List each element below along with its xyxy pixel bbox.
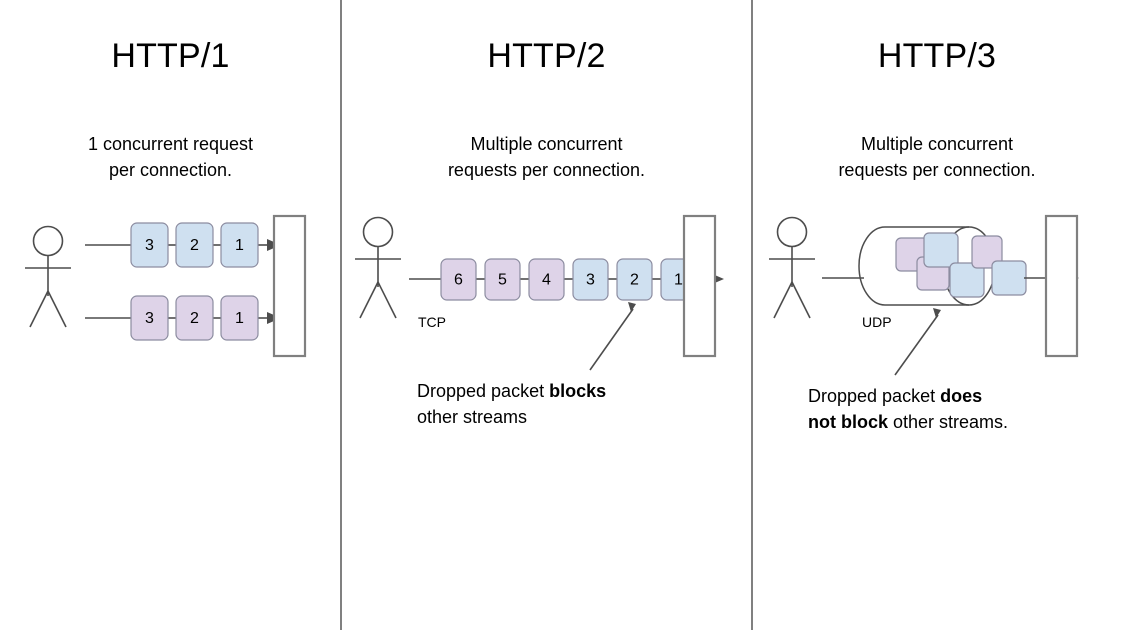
arrowhead-icon <box>933 308 941 318</box>
annotation-arrow <box>894 308 941 376</box>
packet-box <box>220 295 259 341</box>
packet-label: 2 <box>190 310 199 327</box>
packet-box <box>923 232 959 268</box>
packet-label: 2 <box>190 237 199 254</box>
panel-http3: HTTP/3 Multiple concurrent requests per … <box>752 0 1122 630</box>
stream-blue: 3 2 1 <box>85 222 281 268</box>
panel-http2-subtitle-line2: requests per connection. <box>447 160 646 180</box>
panel-http1-title: HTTP/1 <box>111 37 230 75</box>
panel-http2-subtitle-line1: Multiple concurrent <box>470 134 623 154</box>
packet-box <box>484 258 521 301</box>
stick-figure-icon <box>769 216 815 319</box>
packet-box <box>572 258 609 301</box>
server-box <box>272 214 307 358</box>
tcp-connection-stream: 6 5 4 3 2 1 <box>409 258 724 301</box>
panel-http2-title: HTTP/2 <box>487 37 606 75</box>
server-box <box>1044 214 1079 358</box>
udp-packets <box>895 232 1027 298</box>
panel-http1: HTTP/1 1 concurrent request per connecti… <box>0 0 341 630</box>
panel-http3-subtitle-line1: Multiple concurrent <box>860 134 1014 154</box>
panel-divider-2 <box>751 0 753 630</box>
caption-line2-plain: other streams <box>417 407 528 427</box>
annotation-arrow <box>589 302 636 371</box>
packet-box <box>130 295 169 341</box>
packet-box <box>440 258 477 301</box>
packet-box <box>220 222 259 268</box>
panel-http2-figure: 6 5 4 3 2 1 <box>355 214 724 371</box>
packet-box <box>949 262 985 298</box>
packet-label: 1 <box>235 237 244 254</box>
panel-http1-subtitle-line2: per connection. <box>108 160 233 180</box>
panel-http1-subtitle-line1: 1 concurrent request <box>87 134 254 154</box>
packet-label: 1 <box>674 272 683 289</box>
panel-http1-figure: 3 2 1 3 2 1 <box>25 214 307 358</box>
packet-label: 3 <box>145 310 154 327</box>
caption-line2-plain: other streams. <box>888 412 1009 432</box>
stream-purple: 3 2 1 <box>85 295 281 341</box>
packet-box <box>991 260 1027 296</box>
caption-line2-bold: not block <box>808 412 888 432</box>
panel-http3-title: HTTP/3 <box>877 37 997 75</box>
panel-http3-subtitle-line2: requests per connection. <box>838 160 1036 180</box>
caption-line1-bold: blocks <box>549 381 607 401</box>
packet-box <box>175 295 214 341</box>
panel-http3-caption: Dropped packet does not block other stre… <box>808 383 1118 435</box>
packet-label: 4 <box>542 272 551 289</box>
packet-box <box>971 235 1003 269</box>
server-box <box>682 214 717 358</box>
panel-http2-caption: Dropped packet blocks other streams <box>417 378 747 430</box>
stick-figure-icon <box>355 216 401 319</box>
stick-figure-icon <box>25 225 71 328</box>
packet-box <box>175 222 214 268</box>
panel-http2: HTTP/2 Multiple concurrent requests per … <box>341 0 752 630</box>
packet-box <box>616 258 653 301</box>
packet-box <box>130 222 169 268</box>
packet-label: 5 <box>498 272 507 289</box>
packet-label: 6 <box>454 272 463 289</box>
caption-line1-plain: Dropped packet <box>808 386 941 406</box>
panel-http3-figure <box>769 214 1079 376</box>
packet-label: 2 <box>630 272 639 289</box>
packet-label: 3 <box>586 272 595 289</box>
caption-line1-bold: does <box>940 386 983 406</box>
protocol-label-udp: UDP <box>862 314 892 330</box>
panel-divider-1 <box>340 0 342 630</box>
protocol-label-tcp: TCP <box>418 314 446 330</box>
caption-line1-plain: Dropped packet <box>417 381 550 401</box>
arrowhead-icon <box>628 302 636 312</box>
packet-label: 3 <box>145 237 154 254</box>
packet-box <box>528 258 565 301</box>
packet-label: 1 <box>235 310 244 327</box>
